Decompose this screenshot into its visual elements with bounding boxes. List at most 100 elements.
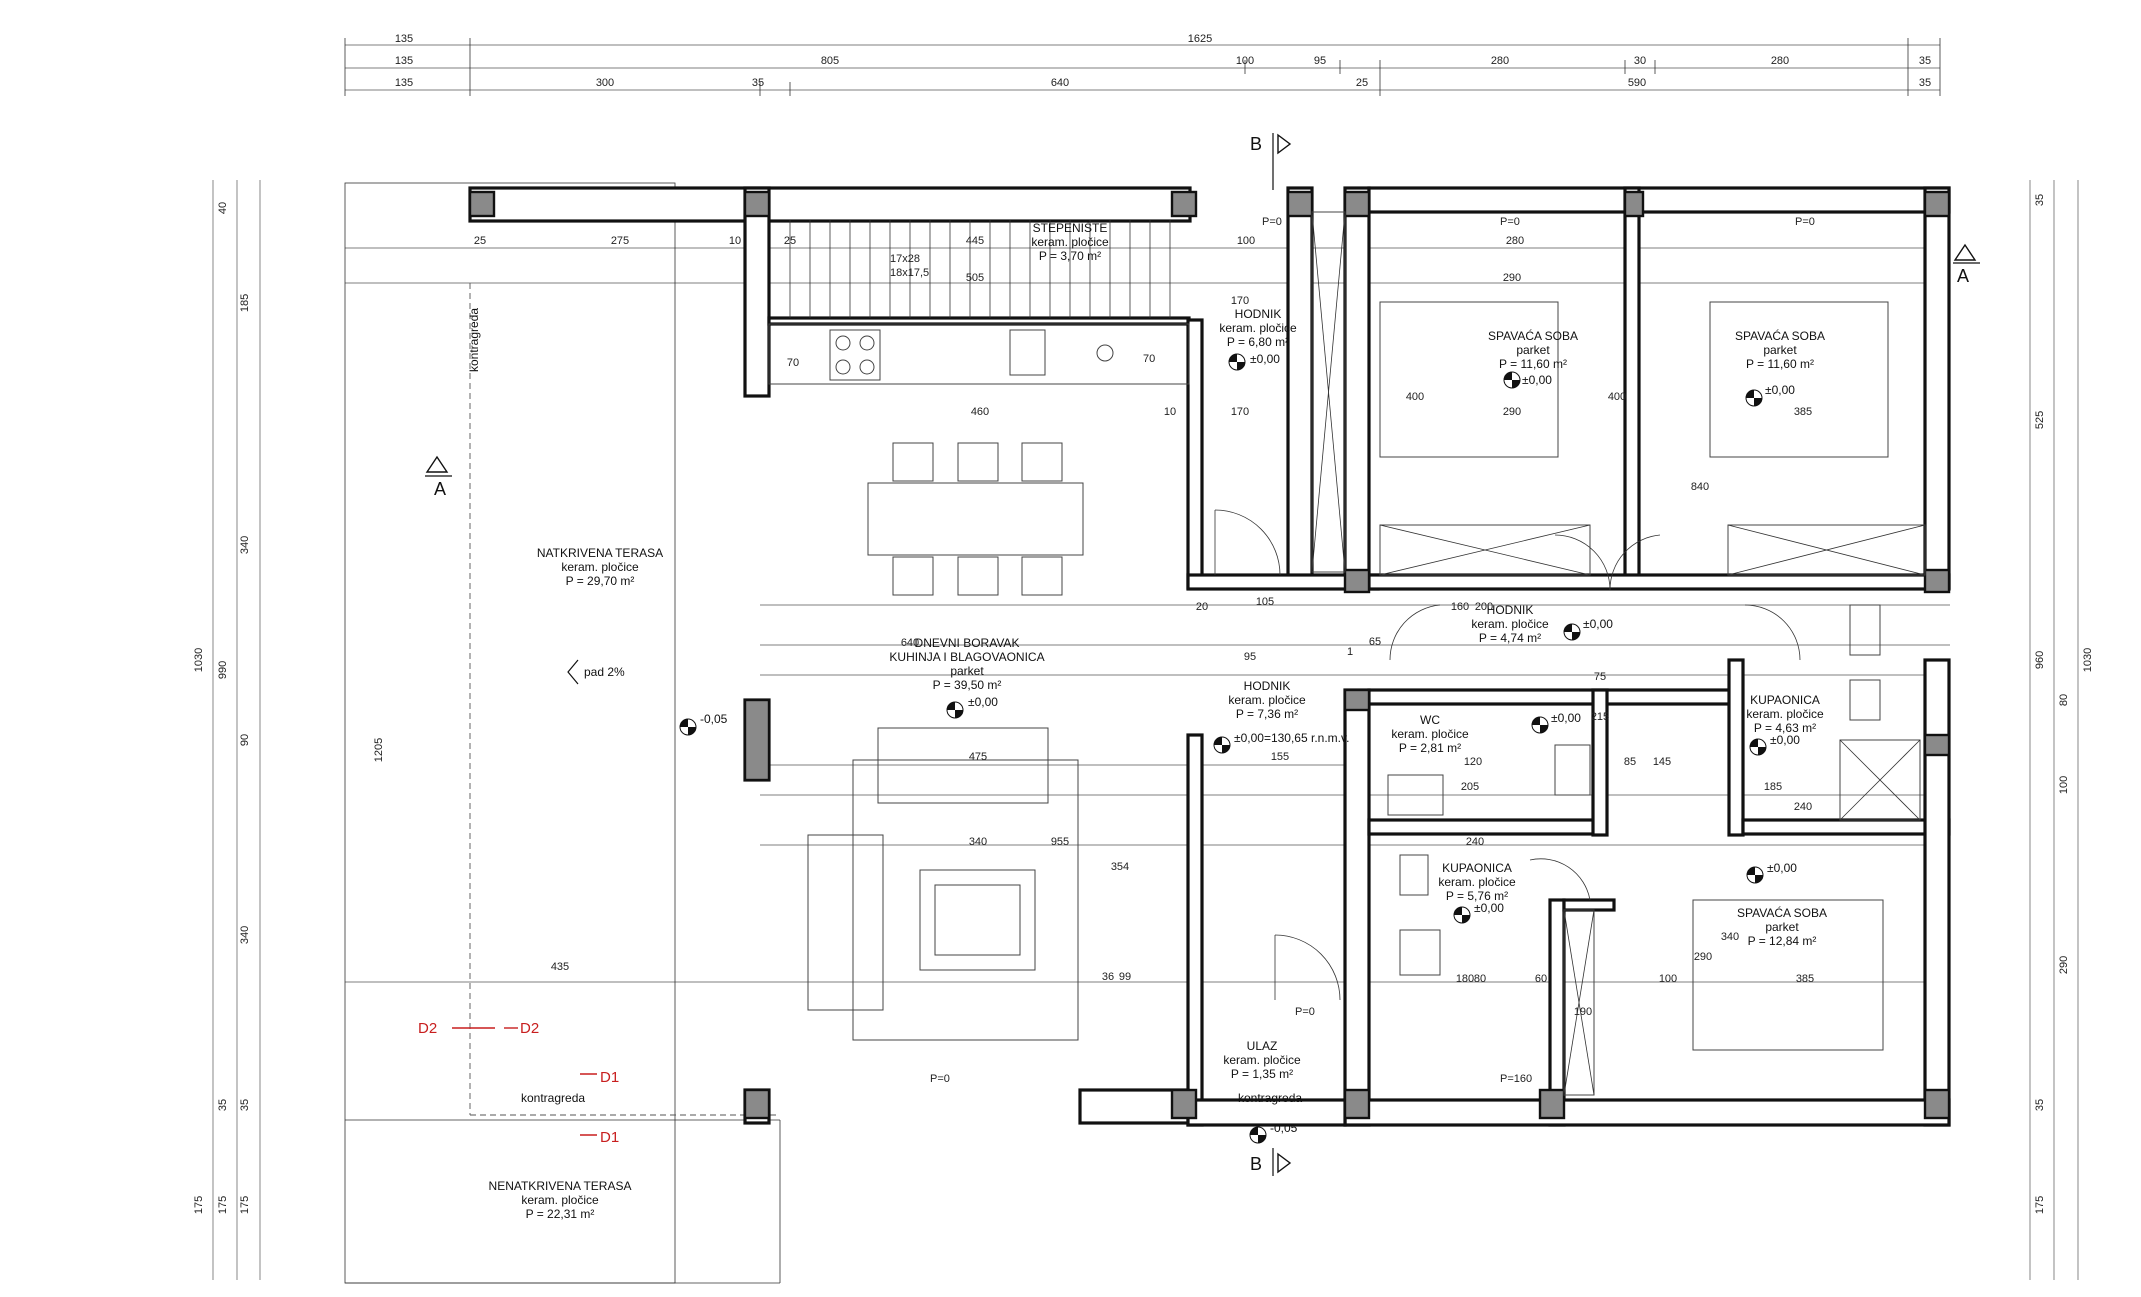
room-nenatkrivena-area: P = 22,31 m² (526, 1207, 595, 1221)
dim-l1-6: 175 (239, 1196, 251, 1214)
room-spavaca3-floor: parket (1765, 920, 1799, 934)
exterior-walls (468, 186, 1951, 1127)
room-stair-name: STEPENIŠTE (1033, 220, 1108, 235)
kitchen-counter (768, 323, 1190, 385)
dim-l1-2: 340 (239, 536, 251, 554)
inner-dim-48: 340 (1721, 931, 1739, 943)
dim-l2-1: 990 (217, 661, 229, 679)
level-hodnik-top: ±0,00 (1250, 352, 1280, 366)
dim-l1-3: 90 (239, 734, 251, 746)
room-spavaca2-name: SPAVAĆA SOBA (1735, 328, 1825, 343)
top-dimension-lines: 135 1625 135 805 100 95 280 30 280 35 13… (344, 33, 1941, 96)
inner-dim-34: 65 (1369, 636, 1381, 648)
inner-dim-8: 170 (1231, 295, 1249, 307)
dim-l2-3: 175 (217, 1196, 229, 1214)
kontragreda-vertical: kontragreda (467, 308, 481, 372)
level-kup1: ±0,00 (1770, 733, 1800, 747)
inner-dim-12: 10 (1164, 406, 1176, 418)
inner-dim-33: 85 (1624, 756, 1636, 768)
dim-l1-4: 340 (239, 926, 251, 944)
stair-info-1: 17x28 (890, 253, 920, 265)
dim-r2-4: 280 (1491, 55, 1509, 67)
room-boravak-name: DNEVNI BORAVAK (915, 636, 1020, 650)
dim-l1-5: 35 (239, 1099, 251, 1111)
inner-dim-42: 60 (1535, 973, 1547, 985)
room-hodnik1-floor: keram. pločice (1219, 321, 1297, 335)
bedroom-furniture (1311, 211, 1926, 1096)
room-nenatkrivena-floor: keram. pločice (521, 1193, 599, 1207)
room-hodnik3-name: HODNIK (1244, 679, 1291, 693)
dim-l1-0: 40 (217, 202, 229, 214)
inner-dim-45: 385 (1796, 973, 1814, 985)
room-ulaz-floor: keram. pločice (1223, 1053, 1301, 1067)
room-boravak-area: P = 39,50 m² (933, 678, 1002, 692)
room-spavaca1-area: P = 11,60 m² (1499, 357, 1567, 371)
section-b-top: B (1250, 134, 1262, 154)
inner-dim-44: 100 (1659, 973, 1677, 985)
dim-r3-6: 35 (1919, 77, 1931, 89)
terrace-outlines (344, 182, 781, 1284)
room-hodnik2-area: P = 4,74 m² (1479, 631, 1541, 645)
dim-r2-2: 100 (1236, 55, 1254, 67)
room-spavaca2-area: P = 11,60 m² (1746, 357, 1814, 371)
dim-r1-7: 175 (2034, 1196, 2046, 1214)
inner-dim-22: 354 (1111, 861, 1129, 873)
dim-left-total: 1030 (193, 648, 205, 672)
side-dimension-lines: 40 185 340 90 340 35 175 990 1030 35 175… (193, 180, 2094, 1280)
room-hodnik3-floor: keram. pločice (1228, 693, 1306, 707)
dim-l3-3: 175 (193, 1196, 205, 1214)
section-a-left: A (434, 479, 446, 499)
room-kup1-floor: keram. pločice (1746, 707, 1824, 721)
inner-dim-9: 280 (1506, 235, 1524, 247)
inner-dim-19: 475 (969, 751, 987, 763)
inner-dim-20: 155 (1271, 751, 1289, 763)
inner-dim-1: 275 (611, 235, 629, 247)
dim-r3-3: 640 (1051, 77, 1069, 89)
inner-dim-46: 290 (1694, 951, 1712, 963)
dim-r2-7: 35 (1919, 55, 1931, 67)
room-spavaca3-name: SPAVAĆA SOBA (1737, 905, 1827, 920)
p0-hodnik: P=0 (1262, 216, 1282, 228)
dim-r1-5: 290 (2058, 956, 2070, 974)
level-kup2: ±0,00 (1474, 901, 1504, 915)
dim-r3-4: 25 (1356, 77, 1368, 89)
inner-dim-41: 80 (1474, 973, 1486, 985)
room-spavaca1-floor: parket (1516, 343, 1550, 357)
room-wc-floor: keram. pločice (1391, 727, 1469, 741)
level-spavaca1: ±0,00 (1522, 373, 1552, 387)
room-kup2-name: KUPAONICA (1442, 861, 1512, 875)
room-kup2-area: P = 5,76 m² (1446, 889, 1508, 903)
room-hodnik1-area: P = 6,80 m² (1227, 335, 1289, 349)
dim-r2-0: 135 (395, 55, 413, 67)
inner-dim-15: 400 (1406, 391, 1424, 403)
dim-r2-5: 30 (1634, 55, 1646, 67)
dining-table (867, 442, 1084, 596)
inner-dim-16: 385 (1794, 406, 1812, 418)
level-hodnik-mid: ±0,00 (1583, 617, 1613, 631)
dim-r1-4: 100 (2058, 776, 2070, 794)
d2-label-right: D2 (520, 1020, 539, 1037)
room-labels: HODNIK keram. pločice P = 6,80 m² SPAVAĆ… (489, 307, 1827, 1221)
p0-spavaca2: P=0 (1795, 216, 1815, 228)
level-ulaz: -0,05 (1270, 1121, 1298, 1135)
inner-dim-27: 240 (1466, 836, 1484, 848)
room-hodnik2-floor: keram. pločice (1471, 617, 1549, 631)
dim-r2-1: 805 (821, 55, 839, 67)
dim-1205: 1205 (373, 738, 385, 762)
inner-dim-23: 435 (551, 961, 569, 973)
section-a-right: A (1957, 266, 1969, 286)
section-markers: A A B B (425, 133, 1980, 1176)
inner-dim-21: 340 (969, 836, 987, 848)
inner-dim-31: 75 (1594, 671, 1606, 683)
section-b-bottom: B (1250, 1154, 1262, 1174)
room-stair-floor: keram. pločice (1031, 235, 1109, 249)
level-ref: ±0,00=130,65 r.n.m.v. (1234, 731, 1349, 745)
inner-dim-6: 70 (787, 357, 799, 369)
dim-top-total: 1625 (1188, 33, 1212, 45)
inner-dim-32: 215 (1591, 711, 1609, 723)
dim-r2-6: 280 (1771, 55, 1789, 67)
level-spavaca2: ±0,00 (1765, 383, 1795, 397)
p0-spavaca1: P=0 (1500, 216, 1520, 228)
room-kup1-area: P = 4,63 m² (1754, 721, 1816, 735)
